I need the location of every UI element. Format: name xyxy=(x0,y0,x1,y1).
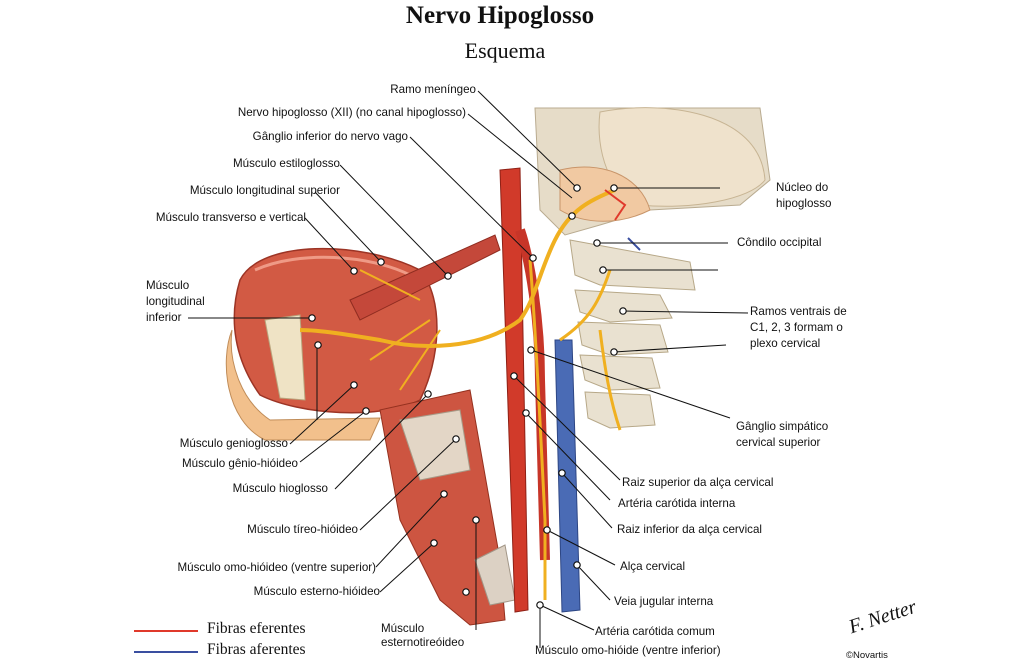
label-alca-cervical: Alça cervical xyxy=(620,560,686,573)
label-musculo-omo-hioide-inferior: Músculo omo-hióide (ventre inferior) xyxy=(535,644,721,657)
label-musculo-hioglosso: Músculo hioglosso xyxy=(232,482,328,495)
label-arteria-carotida-interna: Artéria carótida interna xyxy=(618,497,736,510)
label-musculo-estiloglosso: Músculo estiloglosso xyxy=(233,157,340,170)
lower-lip xyxy=(225,329,381,441)
legend-efferent-swatch xyxy=(134,630,198,632)
label-musculo-esternotireoideo-1: Músculo xyxy=(381,622,425,635)
internal-jugular-vein xyxy=(554,339,581,613)
label-musculo-tireo-hioideo: Músculo tíreo-hióideo xyxy=(247,523,358,536)
mandible xyxy=(264,314,306,401)
label-nucleo-hipoglosso-1: Núcleo do xyxy=(776,181,829,194)
label-nervo-hipoglosso-canal: Nervo hipoglosso (XII) (no canal hipoglo… xyxy=(237,106,466,119)
legend-afferent-label: Fibras aferentes xyxy=(207,641,306,658)
label-musculo-esterno-hioideo: Músculo esterno-hióideo xyxy=(253,585,380,598)
target-dots xyxy=(308,184,627,609)
label-condilo-occipital: Côndilo occipital xyxy=(737,236,822,249)
legend-efferent-label: Fibras eferentes xyxy=(207,620,306,637)
label-musculo-transverso-vertical: Músculo transverso e vertical xyxy=(155,211,306,224)
legend-afferent-swatch xyxy=(134,651,198,653)
label-ramos-ventrais-2: C1, 2, 3 formam o xyxy=(750,321,843,334)
label-raiz-superior-alca: Raiz superior da alça cervical xyxy=(622,476,774,489)
label-nucleo-hipoglosso-2: hipoglosso xyxy=(776,197,832,210)
label-ganglio-inferior-vago: Gânglio inferior do nervo vago xyxy=(252,130,408,143)
label-musculo-longitudinal-inferior-1: Músculo xyxy=(146,279,190,292)
label-musculo-esternotireoideo-2: esternotireóideo xyxy=(381,636,465,649)
copyright-novartis: ©Novartis xyxy=(846,650,888,661)
label-ganglio-simpatico-1: Gânglio simpático xyxy=(736,420,829,433)
label-ganglio-simpatico-2: cervical superior xyxy=(736,436,821,449)
label-ramo-meningeo: Ramo meníngeo xyxy=(390,83,476,96)
styloglossus xyxy=(349,234,501,321)
label-musculo-genioglosso: Músculo genioglosso xyxy=(179,437,288,450)
label-musculo-omo-hioideo-superior: Músculo omo-hióideo (ventre superior) xyxy=(177,561,376,574)
hypoglossal-nerve xyxy=(299,188,616,348)
diagram-title: Nervo Hipoglosso xyxy=(405,2,595,29)
leader-lines xyxy=(188,90,749,648)
label-musculo-longitudinal-inferior-3: inferior xyxy=(146,311,182,324)
label-musculo-genio-hioideo: Músculo gênio-hióideo xyxy=(181,457,298,470)
diagram-subtitle: Esquema xyxy=(464,38,546,63)
label-veia-jugular-interna: Veia jugular interna xyxy=(614,595,714,608)
label-raiz-inferior-alca: Raiz inferior da alça cervical xyxy=(617,523,762,536)
carotid-artery xyxy=(499,167,529,613)
label-musculo-longitudinal-superior: Músculo longitudinal superior xyxy=(189,184,340,197)
label-arteria-carotida-comum: Artéria carótida comum xyxy=(595,625,715,638)
label-musculo-longitudinal-inferior-2: longitudinal xyxy=(146,295,205,308)
label-ramos-ventrais-3: plexo cervical xyxy=(750,337,821,350)
label-ramos-ventrais-1: Ramos ventrais de xyxy=(750,305,847,318)
